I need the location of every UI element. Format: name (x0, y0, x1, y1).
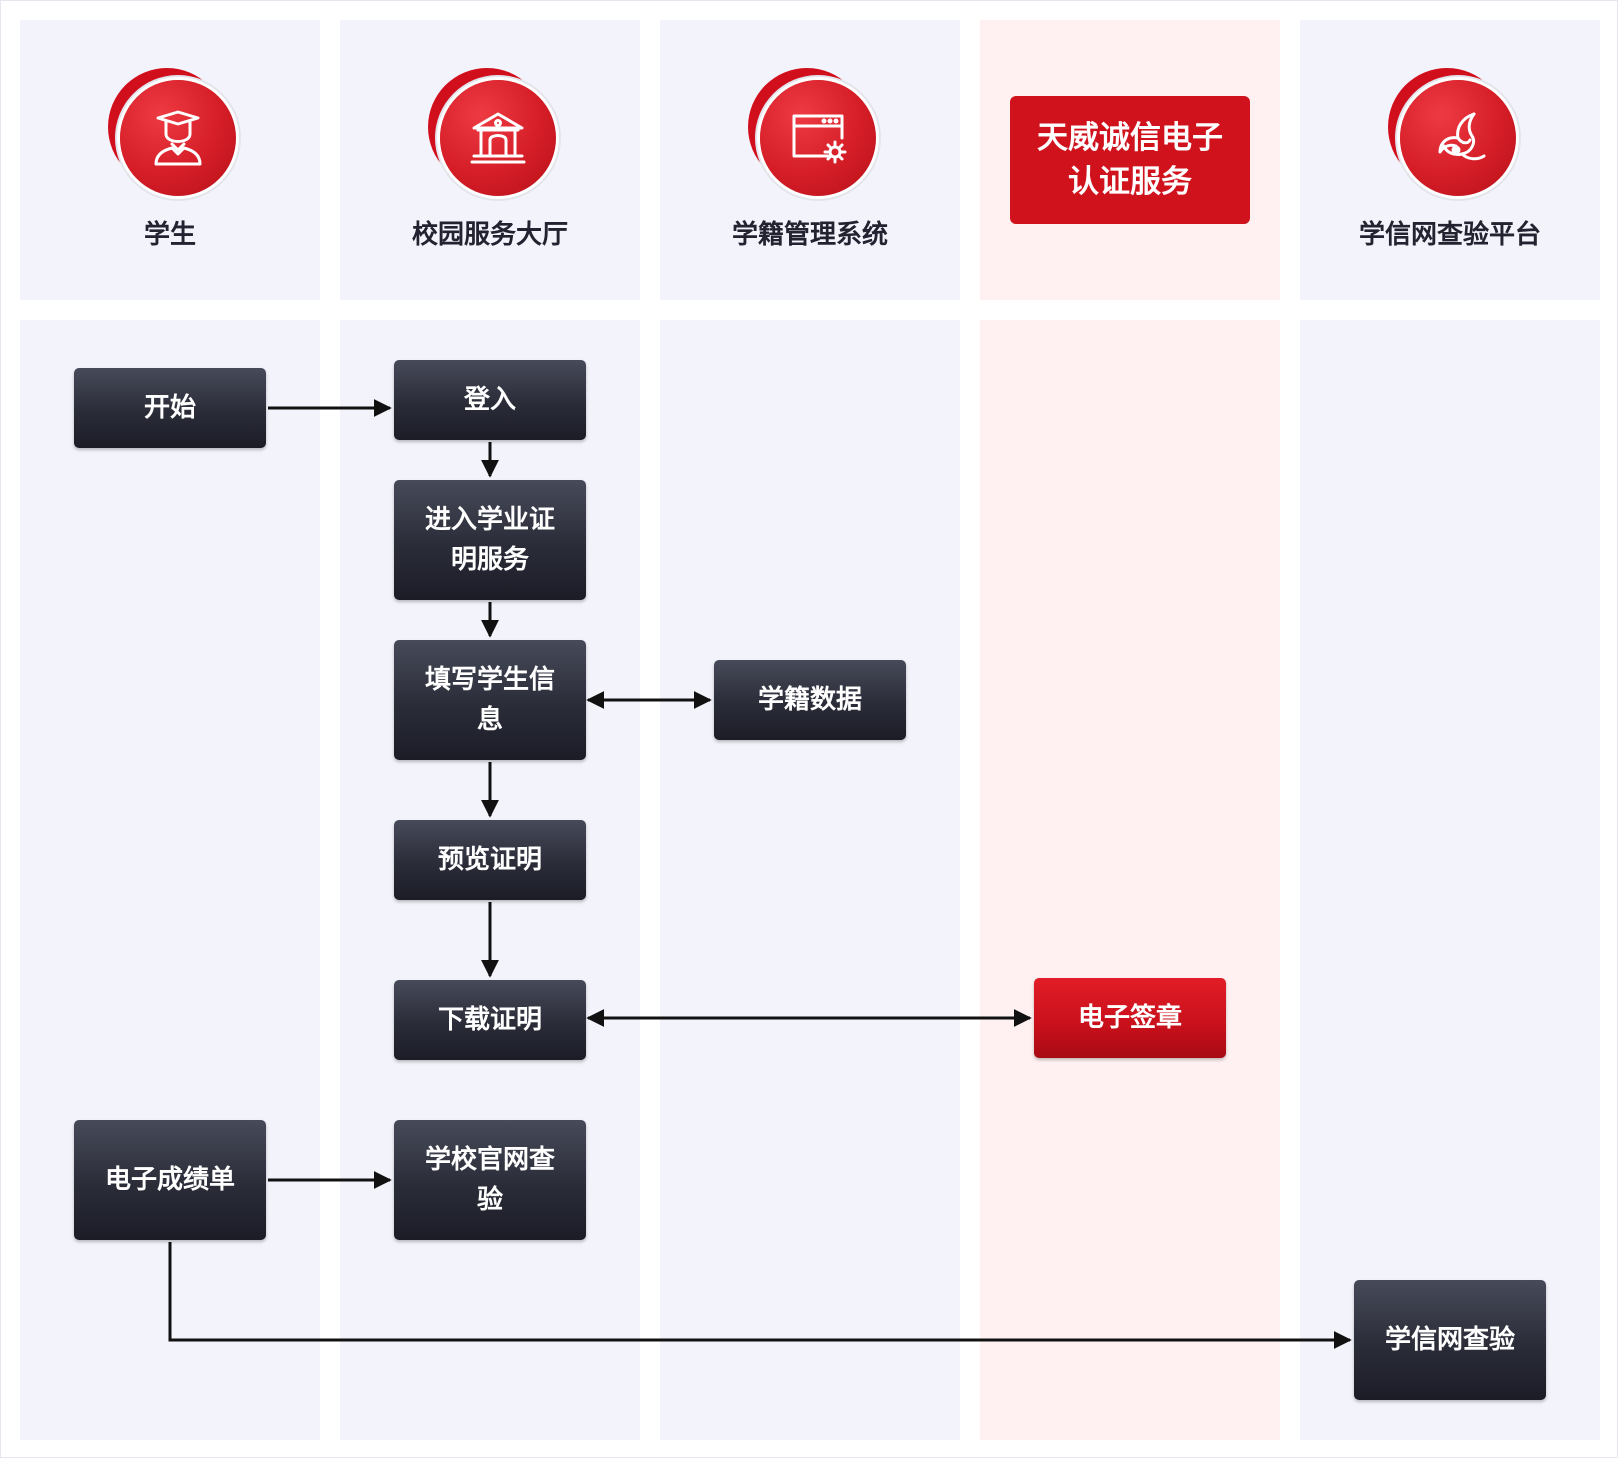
node-student-data: 学籍数据 (714, 660, 906, 740)
node-preview: 预览证明 (394, 820, 586, 900)
lane-student (20, 320, 320, 1440)
node-enter-service: 进入学业证明服务 (394, 480, 586, 600)
lane-title-cert-service: 天威诚信电子认证服务 (1010, 96, 1250, 224)
phoenix-logo-icon (1438, 112, 1486, 161)
node-start: 开始 (74, 368, 266, 448)
lane-title-verify-platform: 学信网查验平台 (1358, 220, 1541, 250)
node-chsi-verify: 学信网查验 (1354, 1280, 1546, 1400)
lane-records-system (660, 320, 960, 1440)
node-login: 登入 (394, 360, 586, 440)
node-school-verify: 学校官网查验 (394, 1120, 586, 1240)
lane-verify-platform (1300, 320, 1600, 1440)
lane-title-student: 学生 (143, 220, 196, 250)
node-e-signature: 电子签章 (1034, 978, 1226, 1058)
records-system-lane-icon (748, 68, 878, 198)
building-icon (470, 112, 526, 164)
lane-title-records-system: 学籍管理系统 (731, 220, 888, 250)
student-lane-icon (108, 68, 238, 198)
service-hall-lane-icon (428, 68, 558, 198)
verify-platform-lane-icon (1388, 68, 1518, 198)
graduate-icon (154, 110, 202, 166)
lane-cert-service (980, 320, 1280, 1440)
node-fill-info: 填写学生信息 (394, 640, 586, 760)
node-e-transcript: 电子成绩单 (74, 1120, 266, 1240)
system-settings-icon (792, 114, 847, 164)
lane-title-service-hall: 校园服务大厅 (411, 220, 568, 250)
node-download: 下载证明 (394, 980, 586, 1060)
